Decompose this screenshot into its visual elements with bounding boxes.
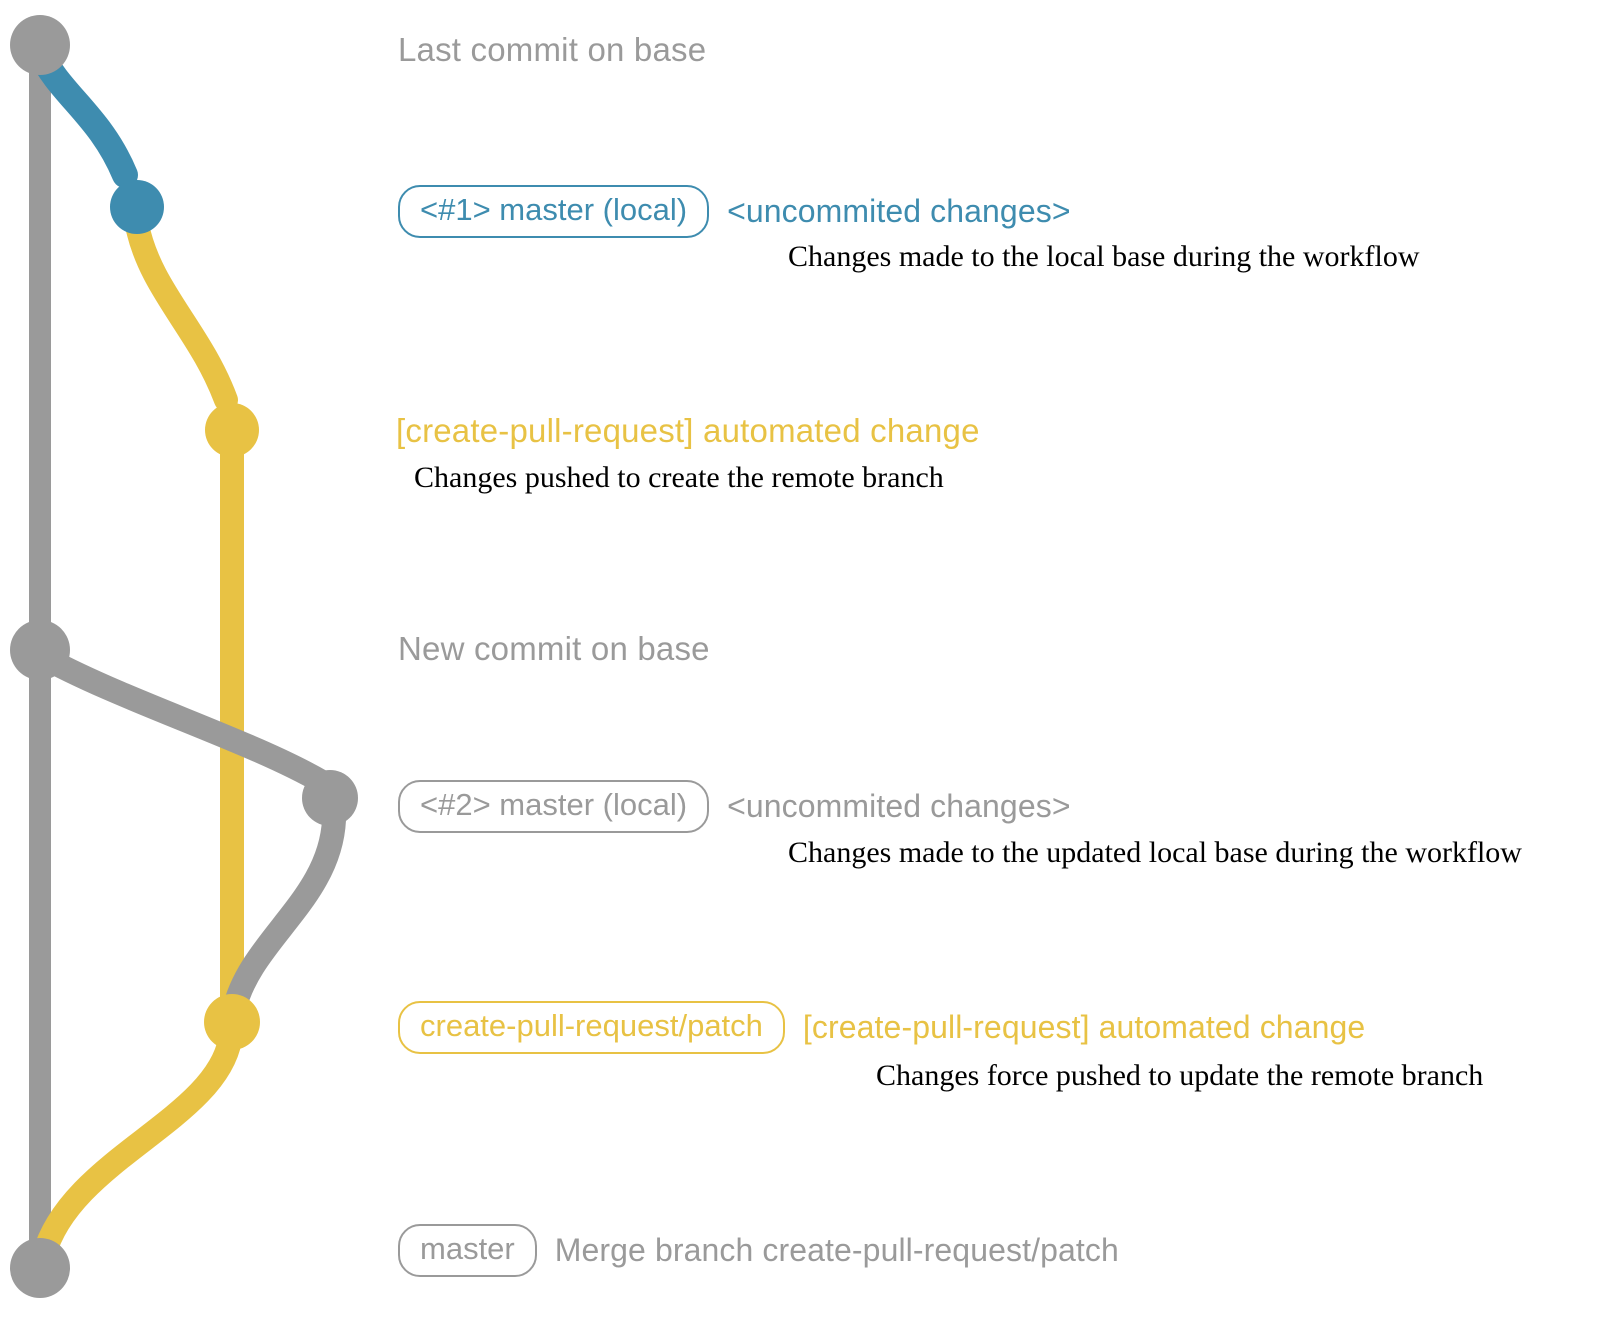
commit-description-automated-change-2: Changes force pushed to update the remot…	[876, 1059, 1484, 1092]
commit-message-merge-master: Merge branch create-pull-request/patch	[554, 1231, 1119, 1268]
row-master-local-1: <#1> master (local) <uncommited changes>	[398, 185, 1071, 238]
commit-node-merge-master[interactable]	[10, 1238, 70, 1298]
commit-node-last-commit-on-base[interactable]	[10, 15, 70, 75]
commit-message-master-local-1: <uncommited changes>	[727, 192, 1071, 229]
commit-title-new-commit-on-base: New commit on base	[398, 630, 710, 667]
commit-message-automated-change-2: [create-pull-request] automated change	[802, 1008, 1366, 1045]
patch-merge-line	[32, 1028, 242, 1267]
commit-node-automated-change-1[interactable]	[205, 403, 259, 457]
commit-title-last-commit-on-base: Last commit on base	[398, 31, 707, 68]
commit-description-master-local-2: Changes made to the updated local base d…	[788, 836, 1522, 869]
row-automated-change-2: create-pull-request/patch [create-pull-r…	[398, 1001, 1365, 1054]
row-new-commit-on-base: New commit on base	[398, 630, 710, 668]
commit-node-master-local-2[interactable]	[302, 770, 358, 826]
row-last-commit-on-base: Last commit on base	[398, 31, 706, 69]
commit-node-master-local-1[interactable]	[110, 180, 164, 234]
git-graph-canvas	[10, 15, 358, 1298]
commit-message-master-local-2: <uncommited changes>	[727, 787, 1071, 824]
commit-node-automated-change-2[interactable]	[204, 994, 260, 1050]
branch-badge-master-local-2[interactable]: <#2> master (local)	[398, 780, 710, 833]
commit-description-automated-change-1: Changes pushed to create the remote bran…	[414, 461, 944, 494]
local-to-patch-line-2	[222, 808, 346, 1022]
commit-node-new-commit-on-base[interactable]	[10, 620, 70, 680]
row-merge-master: master Merge branch create-pull-request/…	[398, 1224, 1119, 1277]
commit-message-automated-change-1: [create-pull-request] automated change	[396, 412, 980, 449]
branch-badge-master-local-1[interactable]: <#1> master (local)	[398, 185, 710, 238]
patch-branch-line-1	[125, 213, 238, 412]
branch-badge-create-pull-request-patch[interactable]: create-pull-request/patch	[398, 1001, 785, 1054]
row-master-local-2: <#2> master (local) <uncommited changes>	[398, 780, 1071, 833]
branch-badge-master[interactable]: master	[398, 1224, 537, 1277]
local-branch-line-2	[28, 643, 334, 794]
commit-description-master-local-1: Changes made to the local base during th…	[788, 240, 1420, 273]
